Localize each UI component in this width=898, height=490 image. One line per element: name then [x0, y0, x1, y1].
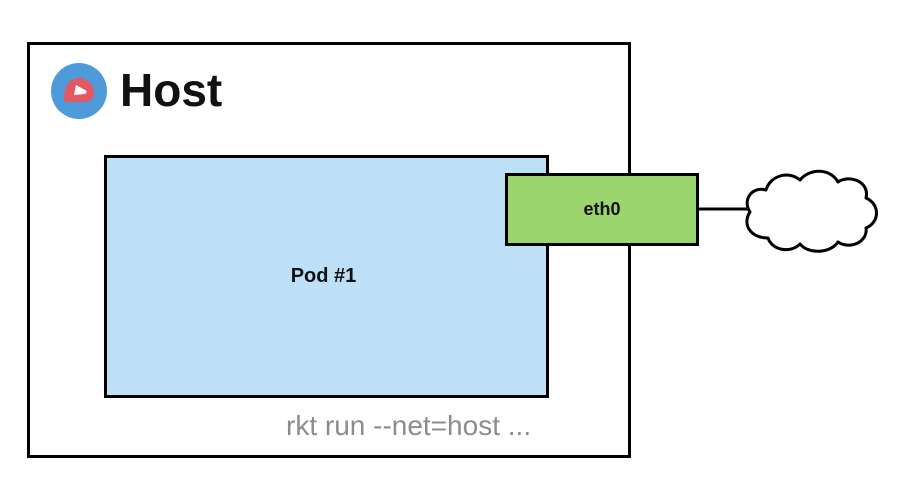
rkt-logo-icon [51, 63, 107, 119]
command-text: rkt run --net=host ... [286, 410, 532, 441]
pod-box [104, 155, 549, 398]
pod-label: Pod #1 [290, 265, 357, 287]
host-title: Host [120, 64, 223, 116]
eth0-label: eth0 [583, 199, 621, 219]
eth0-interface-box [505, 173, 699, 246]
cloud-icon [745, 169, 878, 253]
